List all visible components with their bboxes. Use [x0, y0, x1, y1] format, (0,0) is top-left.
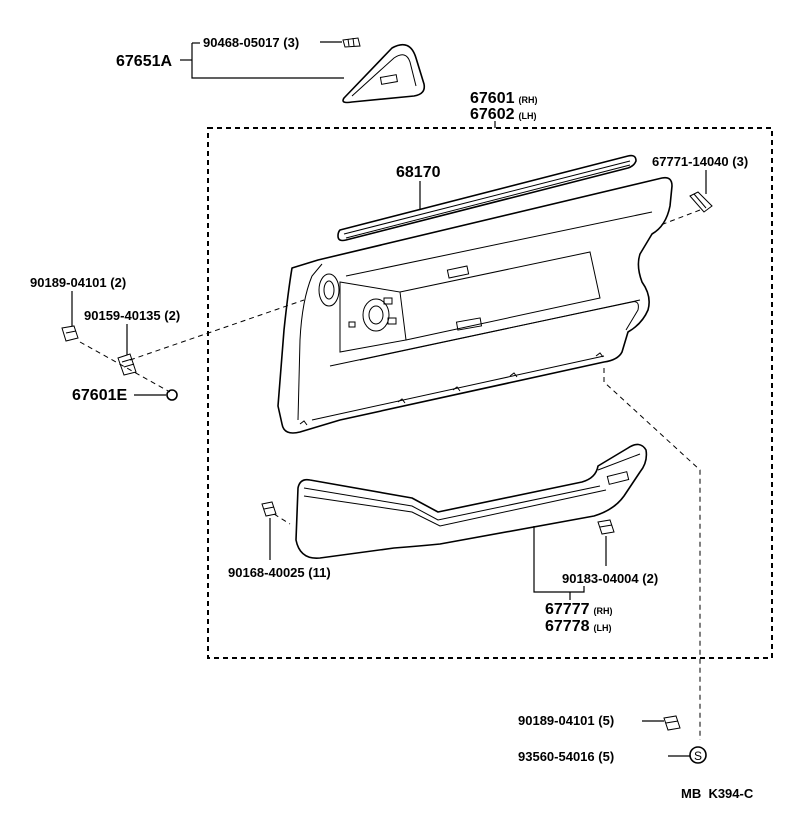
screw-icon [261, 501, 277, 517]
label-67771-14040: 67771-14040 (3) [652, 154, 748, 169]
nut-icon [61, 325, 79, 342]
diagram-code: MB K394-C [681, 786, 754, 801]
nut-icon [663, 715, 681, 731]
label-67651A: 67651A [116, 53, 172, 70]
label-67602: 67602(LH) [470, 106, 537, 123]
label-93560-54016: 93560-54016 (5) [518, 749, 614, 764]
label-67601E: 67601E [72, 387, 127, 404]
label-90159-40135: 90159-40135 (2) [84, 308, 180, 323]
clip-icon [689, 191, 713, 213]
part-cover-67651A [342, 43, 426, 104]
assembly-boundary-frame [207, 127, 773, 659]
label-67778: 67778(LH) [545, 618, 612, 635]
s-clip-icon: S [689, 746, 707, 764]
label-90468-05017: 90468-05017 (3) [203, 35, 299, 50]
screw-icon [342, 37, 361, 48]
part-lower-panel [295, 443, 648, 559]
nut-icon [597, 519, 615, 535]
label-67777: 67777(RH) [545, 601, 613, 618]
label-90168-40025: 90168-40025 (11) [228, 565, 331, 580]
label-90189-04101-bottom: 90189-04101 (5) [518, 713, 614, 728]
label-68170: 68170 [396, 164, 441, 181]
label-90183-04004: 90183-04004 (2) [562, 571, 658, 586]
label-90189-04101-left: 90189-04101 (2) [30, 275, 126, 290]
label-67601: 67601(RH) [470, 90, 538, 107]
svg-text:S: S [694, 749, 702, 763]
cap-icon [166, 389, 178, 401]
part-weatherstrip-68170 [337, 154, 637, 242]
part-door-trim-board [277, 176, 673, 434]
